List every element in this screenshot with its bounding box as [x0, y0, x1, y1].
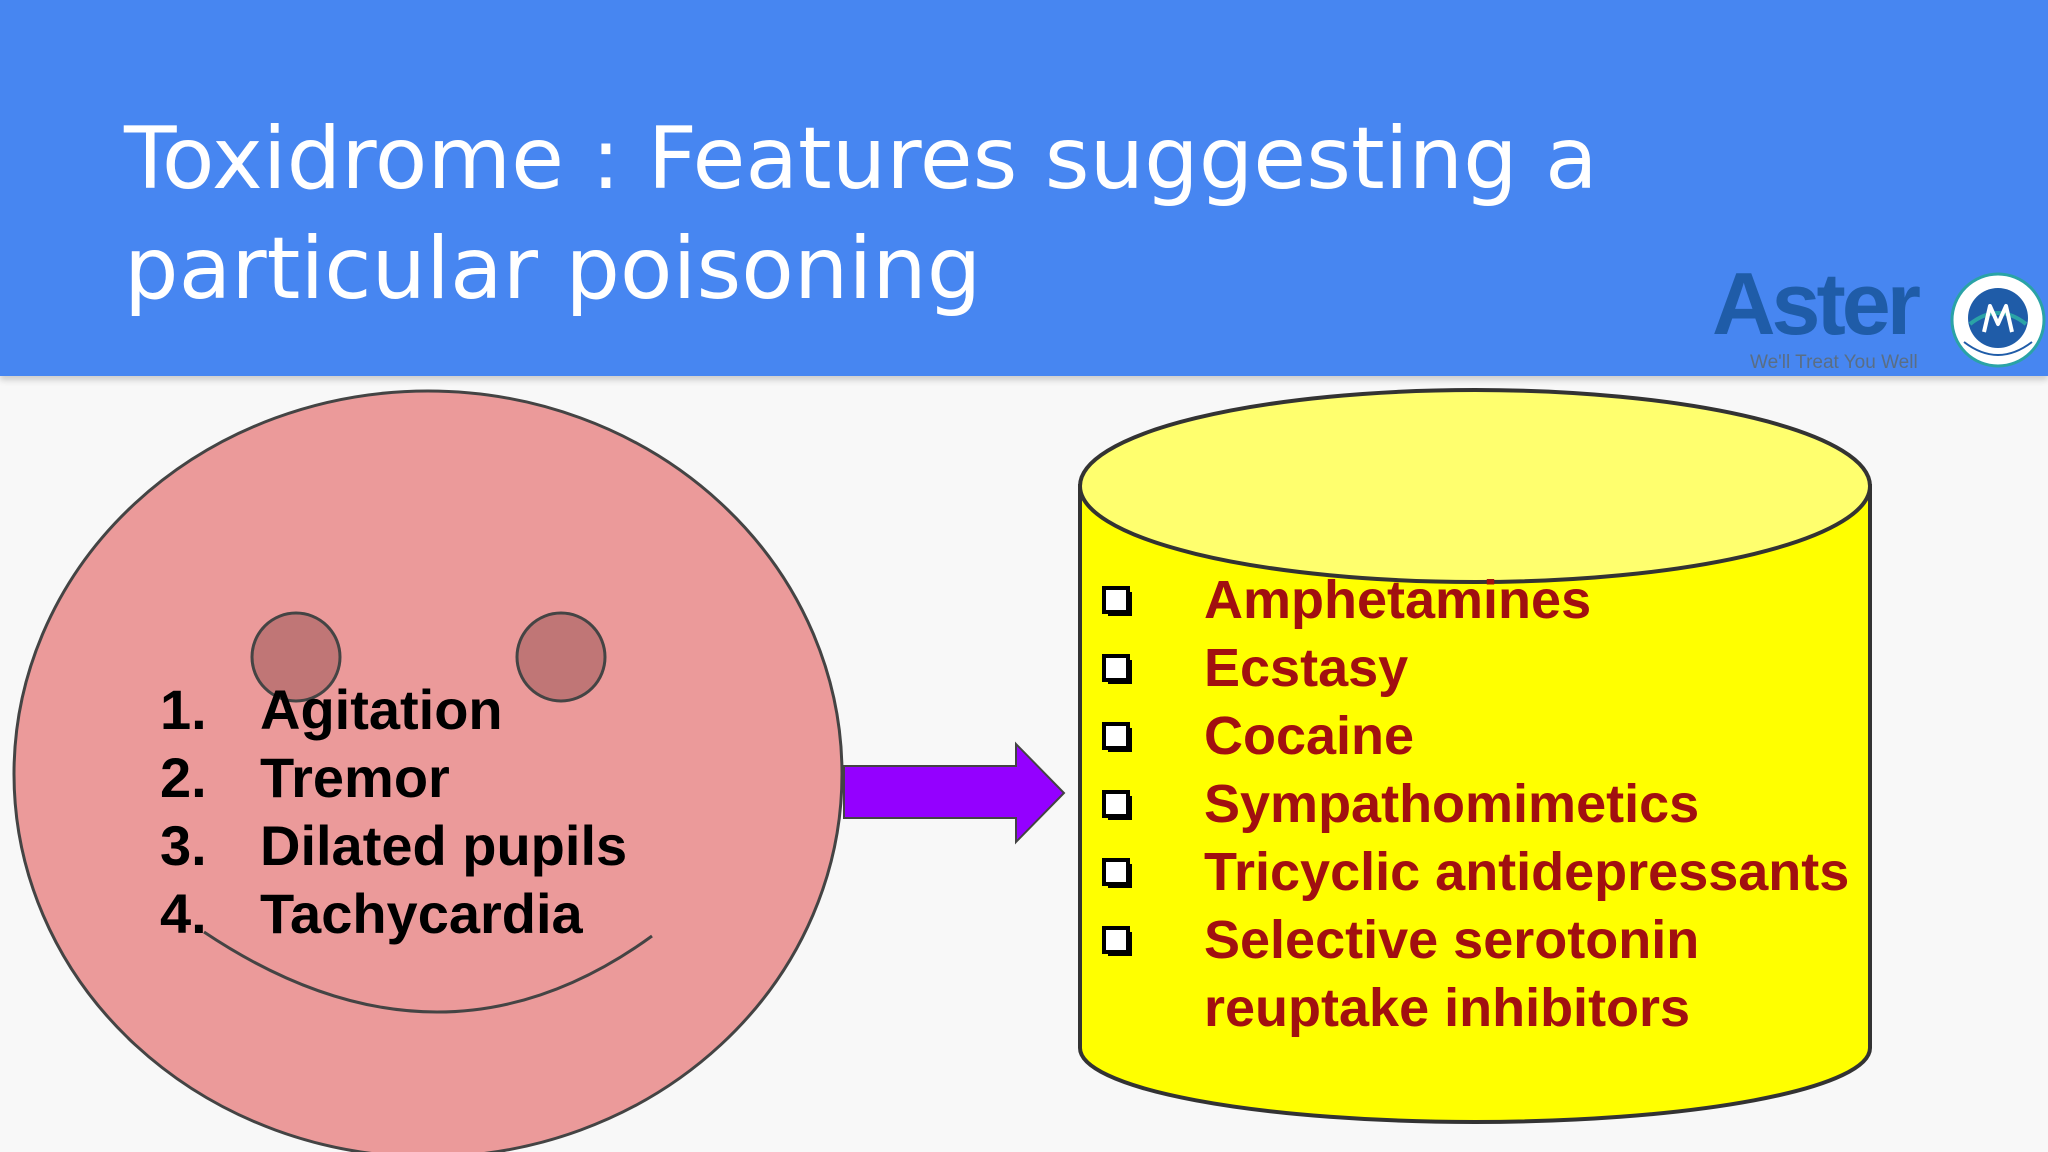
logo-seal-icon — [1950, 272, 2046, 368]
drug-item: Ecstasy — [1100, 634, 1880, 702]
drug-item: Amphetamines — [1100, 566, 1880, 634]
face-circle — [12, 389, 844, 1152]
drug-item: Sympathomimetics — [1100, 770, 1880, 838]
cylinder-top — [1078, 388, 1872, 584]
symptom-item: 2.Tremor — [160, 746, 450, 809]
arrow-right-icon — [843, 741, 1066, 845]
aster-logo: Aster We'll Treat You Well — [1708, 254, 2048, 382]
drug-list: Amphetamines Ecstasy Cocaine Sympathomim… — [1100, 566, 1880, 1042]
checkbox-bullet-icon — [1102, 586, 1132, 616]
symptom-item: 3.Dilated pupils — [160, 814, 628, 877]
checkbox-bullet-icon — [1102, 858, 1132, 888]
symptom-item: 4.Tachycardia — [160, 882, 583, 945]
title-line-2: particular poisoning — [124, 219, 982, 319]
right-eye — [515, 611, 607, 703]
drug-item: Cocaine — [1100, 702, 1880, 770]
drug-item: Tricyclic antidepressants — [1100, 838, 1880, 906]
checkbox-bullet-icon — [1102, 654, 1132, 684]
logo-wordmark: Aster — [1712, 254, 1921, 353]
cylinder-body — [1078, 484, 1872, 1124]
title-banner: Toxidrome : Features suggesting a partic… — [0, 0, 2048, 376]
checkbox-bullet-icon — [1102, 790, 1132, 820]
checkbox-bullet-icon — [1102, 722, 1132, 752]
drug-item: Selective serotonin reuptake inhibitors — [1100, 906, 1880, 1042]
title-line-1: Toxidrome : Features suggesting a — [124, 109, 1598, 209]
symptom-list: 1.Agitation 2.Tremor 3.Dilated pupils 4.… — [160, 676, 627, 948]
slide-title: Toxidrome : Features suggesting a partic… — [124, 104, 1604, 324]
left-eye — [250, 611, 342, 703]
logo-tagline: We'll Treat You Well — [1750, 352, 1918, 373]
checkbox-bullet-icon — [1102, 926, 1132, 956]
smile-mouth — [203, 930, 653, 1014]
symptom-item: 1.Agitation — [160, 678, 503, 741]
